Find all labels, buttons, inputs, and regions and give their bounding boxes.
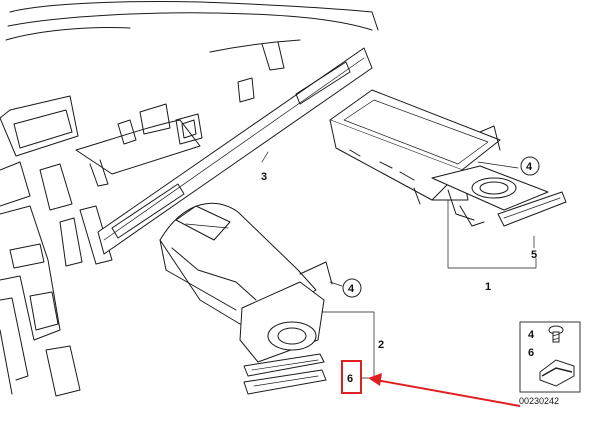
trim-strip-part-3 <box>97 47 373 255</box>
leader-lines <box>261 151 537 379</box>
dashboard-outline <box>0 1 379 397</box>
callout-part-4-upper[interactable]: 4 <box>526 161 533 173</box>
cupholder-assembly-part-2 <box>159 202 333 395</box>
legend-clip-number: 6 <box>528 347 534 359</box>
cupholder-assembly-part-1 <box>329 89 567 227</box>
callout-part-4-lower[interactable]: 4 <box>348 283 355 295</box>
callout-circle-part-4-lower <box>342 278 362 298</box>
diagram-code: 00230242 <box>519 396 559 406</box>
callout-part-6[interactable]: 6 <box>347 373 353 385</box>
callout-part-3[interactable]: 3 <box>261 171 267 183</box>
callout-part-2[interactable]: 2 <box>378 339 384 351</box>
screw-icon <box>548 325 564 343</box>
legend-screw-number: 4 <box>528 329 535 341</box>
callout-part-1[interactable]: 1 <box>485 281 491 293</box>
hardware-legend: 4 6 00230242 <box>519 321 581 406</box>
highlight-arrow <box>368 373 521 407</box>
callout-circle-part-4-upper <box>520 156 540 176</box>
clip-icon <box>539 359 575 387</box>
callout-part-5[interactable]: 5 <box>531 249 537 261</box>
highlight-box-part-6 <box>341 360 362 394</box>
